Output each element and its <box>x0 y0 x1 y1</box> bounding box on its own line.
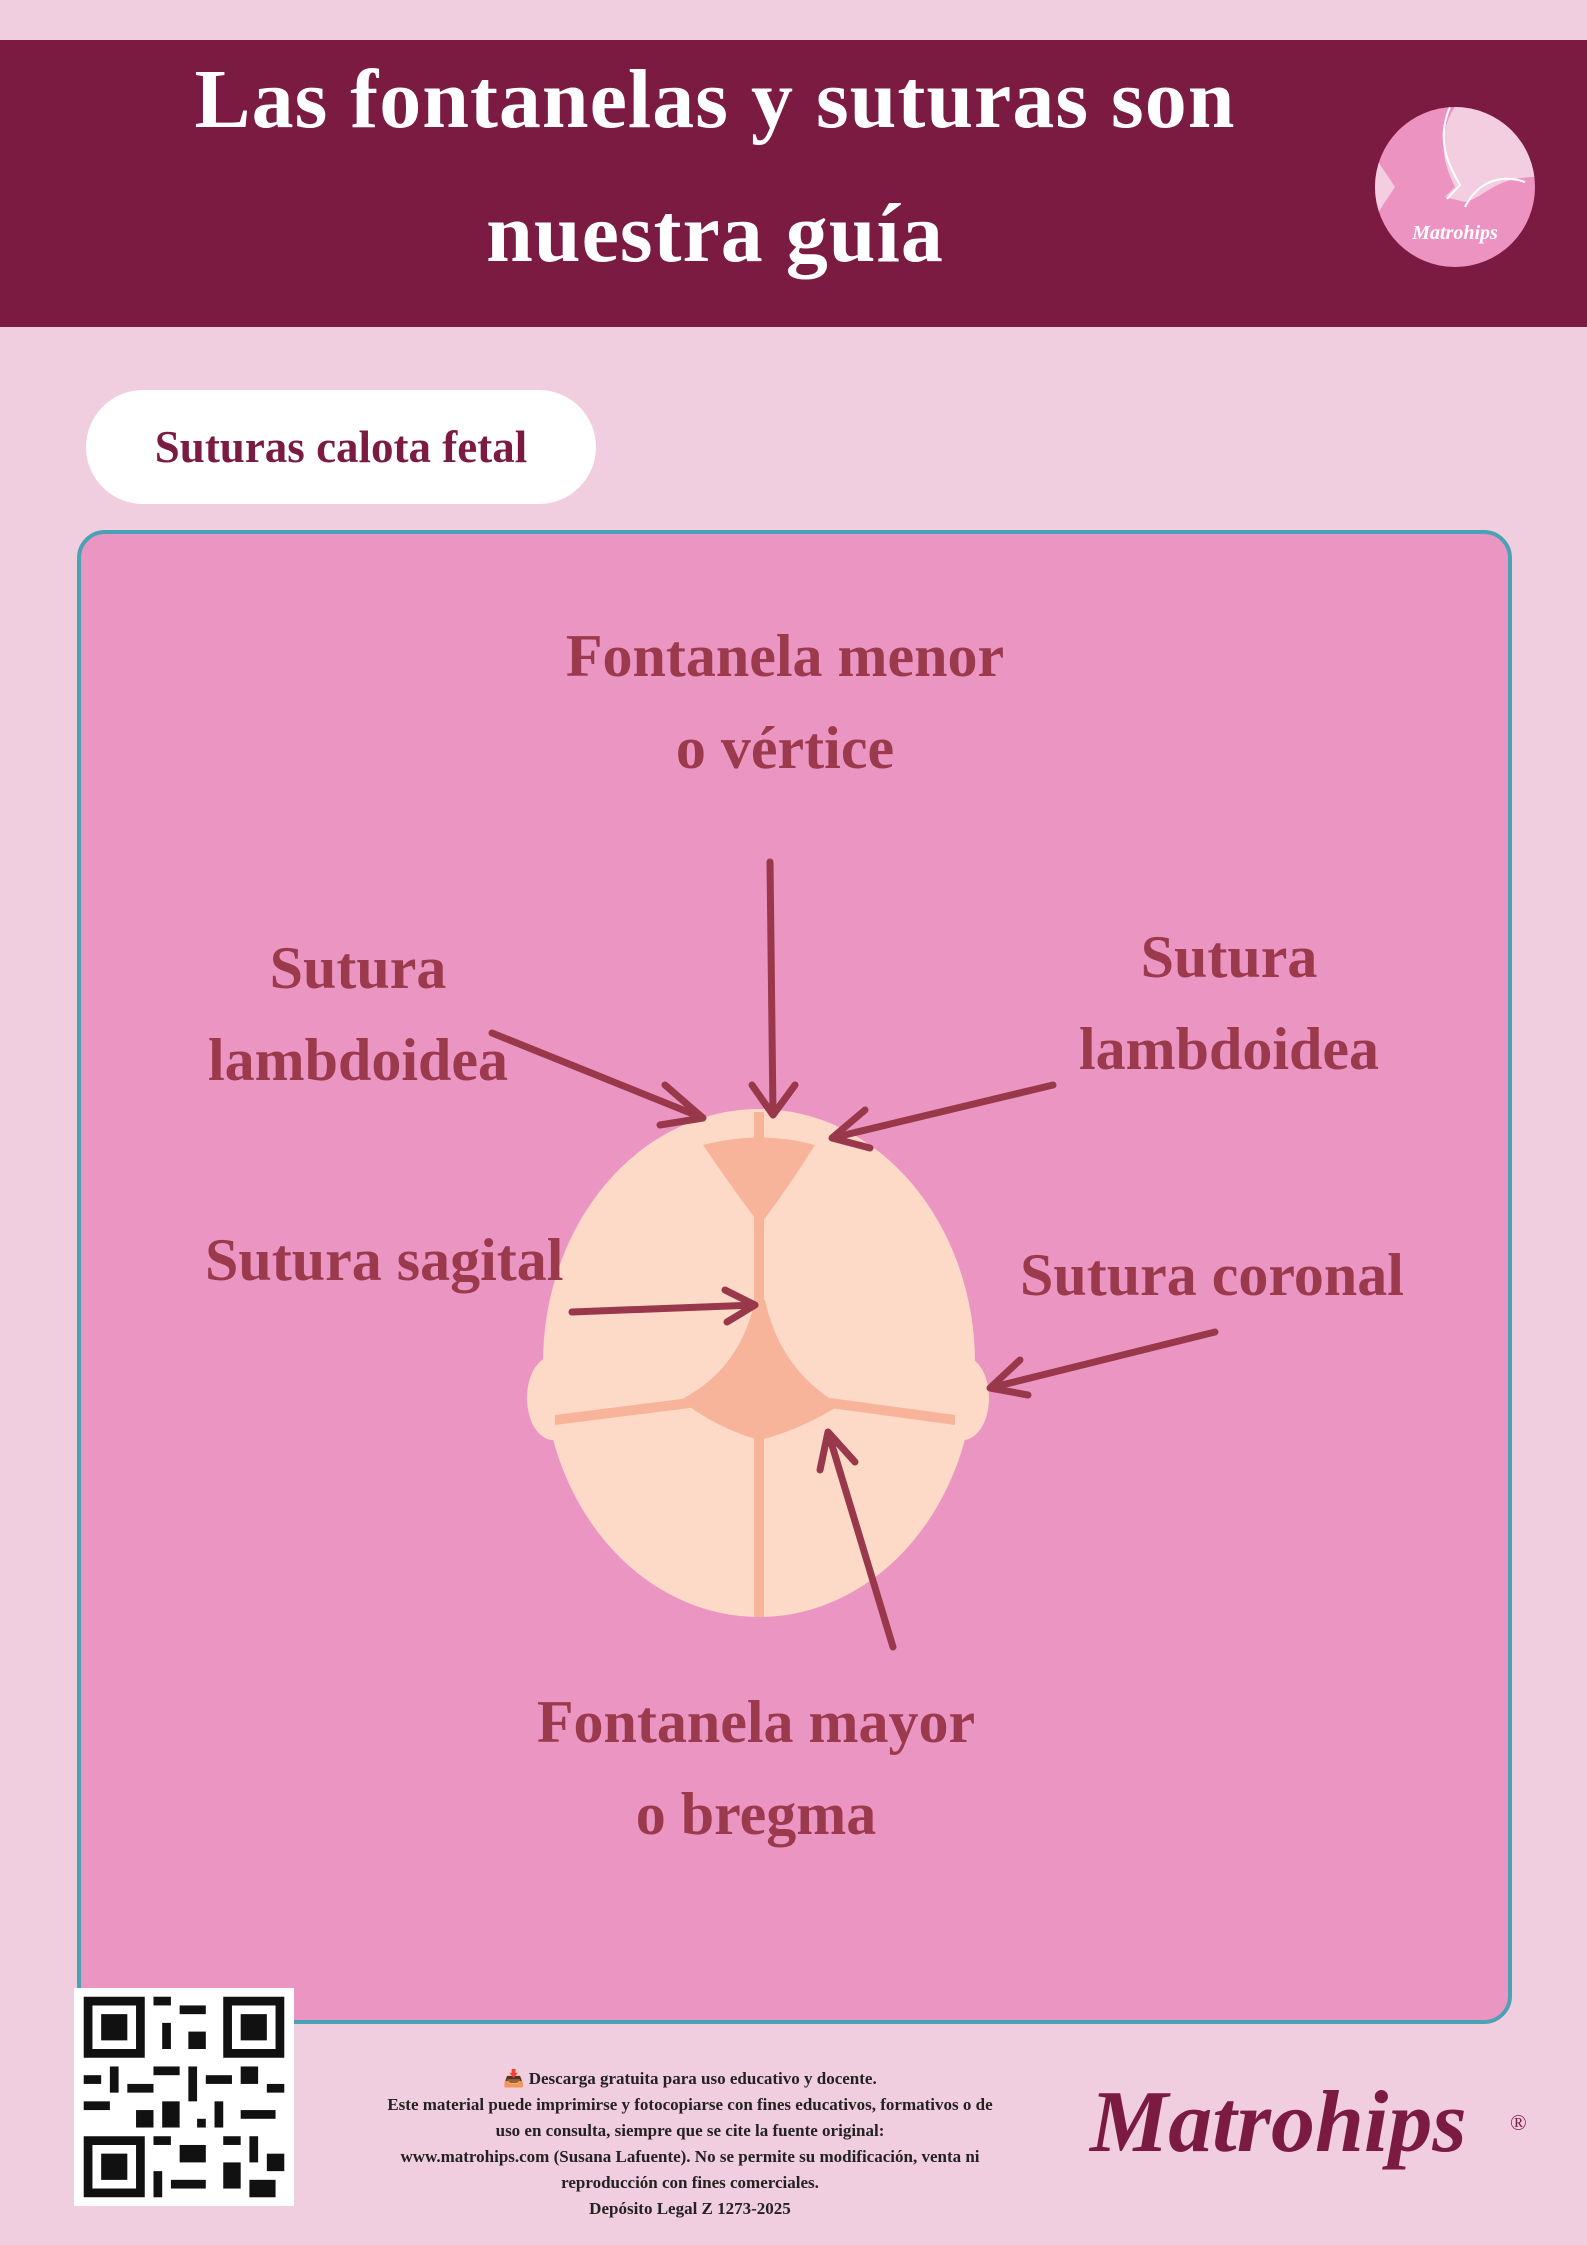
footer-line: www.matrohips.com (Susana Lafuente). No … <box>400 2147 980 2166</box>
arrow-lambdoidea-left <box>488 1029 707 1129</box>
coronal-suture-right <box>830 1398 955 1425</box>
label-sutura-sagital: Sutura sagital <box>205 1227 564 1293</box>
coronal-suture-left <box>555 1398 690 1425</box>
label-line: Sutura <box>1140 924 1318 990</box>
arrow-fontanela-mayor <box>816 1428 897 1651</box>
mother-baby-silhouette-icon <box>1375 107 1535 217</box>
logo-text: Matrohips <box>1412 222 1498 244</box>
label-line: lambdoidea <box>207 1027 509 1093</box>
section-pill: Suturas calota fetal <box>86 390 596 504</box>
qr-code[interactable] <box>74 1988 294 2206</box>
label-fontanela-menor: Fontanela menor o vértice <box>505 610 1065 794</box>
brand-wordmark: Matrohips <box>1090 2074 1467 2171</box>
qr-code-icon <box>83 1996 285 2198</box>
footer-line: reproducción con fines comerciales. <box>561 2173 819 2192</box>
label-lambdoidea-left: Sutura lambdoidea <box>158 922 558 1106</box>
label-sutura-coronal: Sutura coronal <box>1020 1242 1404 1308</box>
footer-line: Este material puede imprimirse y fotocop… <box>387 2095 993 2114</box>
skull <box>527 1109 989 1617</box>
footer-line: uso en consulta, siempre que se cite la … <box>495 2121 885 2140</box>
page-title-line2: nuestra guía <box>486 187 944 280</box>
matrohips-logo: Matrohips <box>1375 107 1535 267</box>
arrow-coronal <box>986 1328 1219 1399</box>
page-title-line1: Las fontanelas y suturas son <box>194 53 1236 146</box>
label-line: o vértice <box>675 715 895 781</box>
label-line: Fontanela mayor <box>536 1689 976 1755</box>
arrow-sagital <box>568 1286 759 1326</box>
arrow-fontanela-menor <box>748 858 799 1119</box>
label-fontanela-mayor: Fontanela mayor o bregma <box>476 1676 1036 1860</box>
footer-notice: 📥 Descarga gratuita para uso educativo y… <box>300 2066 1080 2222</box>
header-banner <box>0 40 1587 327</box>
label-line: Fontanela menor <box>565 623 1005 689</box>
arrow-lambdoidea-right <box>828 1081 1057 1152</box>
label-lambdoidea-right: Sutura lambdoidea <box>1029 911 1429 1095</box>
footer-line: Depósito Legal Z 1273-2025 <box>589 2199 791 2218</box>
footer-line: 📥 Descarga gratuita para uso educativo y… <box>503 2069 877 2088</box>
registered-mark: ® <box>1510 2110 1527 2135</box>
label-line: lambdoidea <box>1078 1016 1380 1082</box>
label-line: Sutura <box>269 935 447 1001</box>
anterior-fontanelle <box>680 1300 840 1440</box>
label-line: o bregma <box>635 1781 877 1847</box>
arrows <box>488 858 1219 1651</box>
